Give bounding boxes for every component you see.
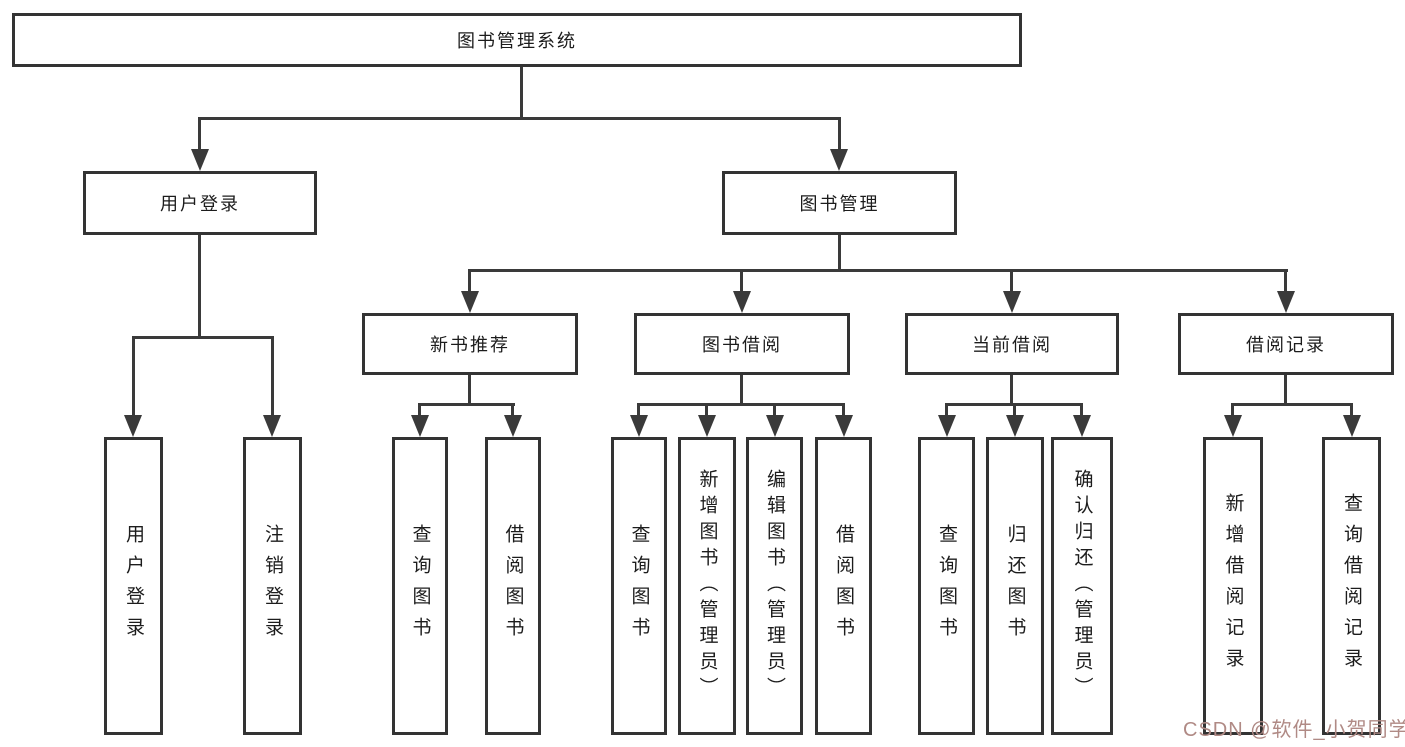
arrowhead-down-icon	[1277, 291, 1295, 313]
line-segment	[1010, 375, 1013, 406]
node-label: 图书管理系统	[457, 31, 577, 51]
leaf-query-books-borrowing: 查询图书	[611, 437, 667, 735]
line-segment	[1080, 403, 1083, 415]
node-label: 图书借阅	[702, 335, 782, 355]
node-user-login-branch: 用户登录	[83, 171, 317, 235]
node-label: 当前借阅	[972, 335, 1052, 355]
line-segment	[1010, 269, 1013, 291]
line-segment	[838, 235, 841, 272]
line-segment	[740, 375, 743, 406]
line-segment	[1231, 403, 1352, 406]
node-label: 查询借阅记录	[1341, 493, 1362, 679]
line-segment	[740, 269, 743, 291]
node-label: 查询图书	[628, 524, 650, 648]
node-label: 用户登录	[123, 524, 144, 648]
leaf-query-books-recommend: 查询图书	[392, 437, 448, 735]
line-segment	[468, 269, 471, 291]
leaf-add-borrow-record: 新增借阅记录	[1203, 437, 1263, 735]
leaf-borrow-books: 借阅图书	[815, 437, 872, 735]
node-borrowing-records: 借阅记录	[1178, 313, 1394, 375]
line-segment	[132, 336, 273, 339]
arrowhead-down-icon	[191, 149, 209, 171]
line-segment	[838, 117, 841, 151]
node-library-management-system: 图书管理系统	[12, 13, 1022, 67]
csdn-watermark: CSDN @软件_小贺同学	[1183, 719, 1405, 741]
node-label: 查询图书	[936, 524, 957, 648]
arrowhead-down-icon	[938, 415, 956, 437]
line-segment	[468, 375, 471, 406]
line-segment	[132, 336, 135, 415]
leaf-query-books-current: 查询图书	[918, 437, 975, 735]
arrowhead-down-icon	[1343, 415, 1361, 437]
arrowhead-down-icon	[1003, 291, 1021, 313]
arrowhead-down-icon	[830, 149, 848, 171]
node-label: 归还图书	[1004, 524, 1026, 648]
node-label: 借阅图书	[502, 524, 524, 648]
line-segment	[418, 403, 515, 406]
line-segment	[705, 403, 708, 415]
arrowhead-down-icon	[766, 415, 784, 437]
arrowhead-down-icon	[733, 291, 751, 313]
line-segment	[271, 336, 274, 415]
node-label: 借阅图书	[833, 524, 854, 648]
line-segment	[1284, 375, 1287, 406]
line-segment	[198, 117, 841, 120]
leaf-edit-books-admin: 编辑图书（管理员）	[746, 437, 803, 735]
node-new-book-recommendation: 新书推荐	[362, 313, 578, 375]
arrowhead-down-icon	[1006, 415, 1024, 437]
node-label: 新增图书（管理员）	[696, 469, 718, 703]
node-label: 借阅记录	[1246, 335, 1326, 355]
node-label: 图书管理	[799, 194, 880, 214]
leaf-logout: 注销登录	[243, 437, 302, 735]
line-segment	[637, 403, 640, 415]
line-segment	[468, 269, 1288, 272]
arrowhead-down-icon	[461, 291, 479, 313]
line-segment	[1350, 403, 1353, 415]
arrowhead-down-icon	[630, 415, 648, 437]
arrowhead-down-icon	[1073, 415, 1091, 437]
arrowhead-down-icon	[411, 415, 429, 437]
node-label: 用户登录	[160, 194, 240, 214]
leaf-user-login: 用户登录	[104, 437, 163, 735]
line-segment	[773, 403, 776, 415]
node-label: 新书推荐	[430, 335, 510, 355]
line-segment	[637, 403, 845, 406]
node-label: 编辑图书（管理员）	[764, 469, 785, 703]
arrowhead-down-icon	[504, 415, 522, 437]
line-segment	[418, 403, 421, 415]
arrowhead-down-icon	[835, 415, 853, 437]
arrowhead-down-icon	[263, 415, 281, 437]
node-label: 注销登录	[262, 524, 283, 648]
node-label: 新增借阅记录	[1222, 493, 1244, 679]
node-label: 确认归还（管理员）	[1071, 469, 1093, 703]
node-book-management-branch: 图书管理	[722, 171, 957, 235]
line-segment	[1284, 269, 1287, 291]
arrowhead-down-icon	[1224, 415, 1242, 437]
node-label: 查询图书	[409, 524, 431, 648]
line-segment	[1231, 403, 1234, 415]
arrowhead-down-icon	[124, 415, 142, 437]
line-segment	[842, 403, 845, 415]
line-segment	[520, 67, 523, 120]
line-segment	[198, 117, 201, 151]
node-book-borrowing: 图书借阅	[634, 313, 850, 375]
leaf-return-books: 归还图书	[986, 437, 1044, 735]
leaf-borrow-books-recommend: 借阅图书	[485, 437, 541, 735]
line-segment	[945, 403, 948, 415]
leaf-add-books-admin: 新增图书（管理员）	[678, 437, 736, 735]
line-segment	[198, 235, 201, 339]
line-segment	[1013, 403, 1016, 415]
arrowhead-down-icon	[698, 415, 716, 437]
leaf-confirm-return-admin: 确认归还（管理员）	[1051, 437, 1113, 735]
line-segment	[511, 403, 514, 415]
node-current-borrowing: 当前借阅	[905, 313, 1119, 375]
leaf-query-borrow-record: 查询借阅记录	[1322, 437, 1381, 735]
